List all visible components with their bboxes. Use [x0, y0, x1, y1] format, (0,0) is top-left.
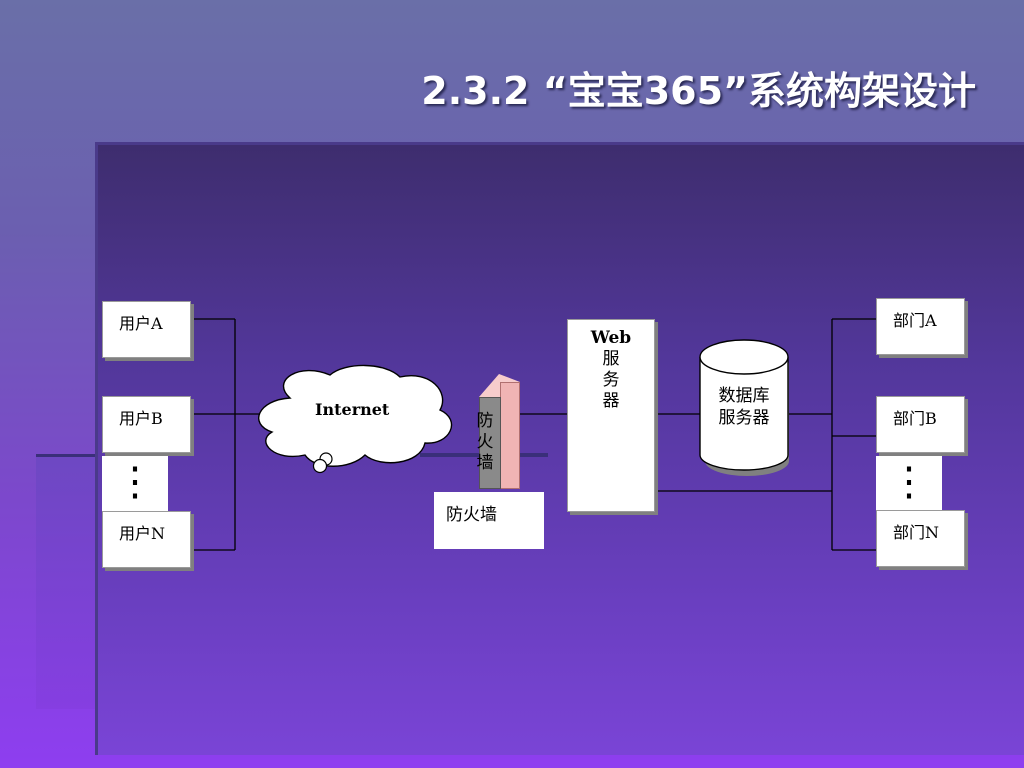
slide-title: 2.3.2 “宝宝365”系统构架设计 [421, 69, 976, 113]
firewall-vertical-label: 防 火 墙 [474, 411, 496, 474]
dept-ellipsis-dots: ⋮ [889, 459, 929, 505]
cloud-tail [312, 452, 333, 474]
diagram-panel [95, 142, 1024, 755]
user-ellipsis-dots: ⋮ [115, 459, 155, 505]
user-b-node: 用户B [102, 396, 191, 453]
dept-n-node: 部门N [876, 510, 965, 567]
web-server-node: Web 服 务 器 [567, 319, 655, 512]
firewall-front [479, 397, 501, 489]
user-a-node: 用户A [102, 301, 191, 358]
dept-n-label: 部门N [893, 523, 940, 542]
database-line-2: 服务器 [718, 408, 770, 428]
user-b-label: 用户B [119, 409, 163, 428]
dept-ellipsis: ⋮ [876, 456, 942, 511]
user-n-label: 用户N [119, 524, 166, 543]
web-server-line-3: 务 [602, 370, 620, 390]
user-ellipsis: ⋮ [102, 456, 168, 511]
web-server-line-4: 器 [602, 391, 620, 411]
firewall-char-1: 防 [476, 411, 494, 431]
web-server-line-2: 服 [602, 349, 620, 369]
firewall-caption: 防火墙 [434, 492, 544, 549]
dept-b-node: 部门B [876, 396, 965, 453]
dept-a-node: 部门A [876, 298, 965, 355]
internet-label: Internet [315, 400, 390, 419]
user-a-label: 用户A [119, 314, 163, 333]
database-label: 数据库 服务器 [700, 385, 788, 429]
dept-a-label: 部门A [893, 311, 937, 330]
web-server-label: Web 服 务 器 [568, 328, 654, 412]
database-cylinder [699, 339, 789, 476]
database-line-1: 数据库 [718, 386, 770, 406]
user-n-node: 用户N [102, 511, 191, 568]
firewall-caption-text: 防火墙 [446, 505, 497, 525]
internet-cloud [258, 364, 453, 467]
dept-b-label: 部门B [893, 409, 937, 428]
firewall-side [500, 382, 520, 489]
firewall-char-3: 墙 [476, 453, 494, 473]
firewall-char-2: 火 [476, 432, 494, 452]
web-server-line-1: Web [590, 328, 632, 348]
